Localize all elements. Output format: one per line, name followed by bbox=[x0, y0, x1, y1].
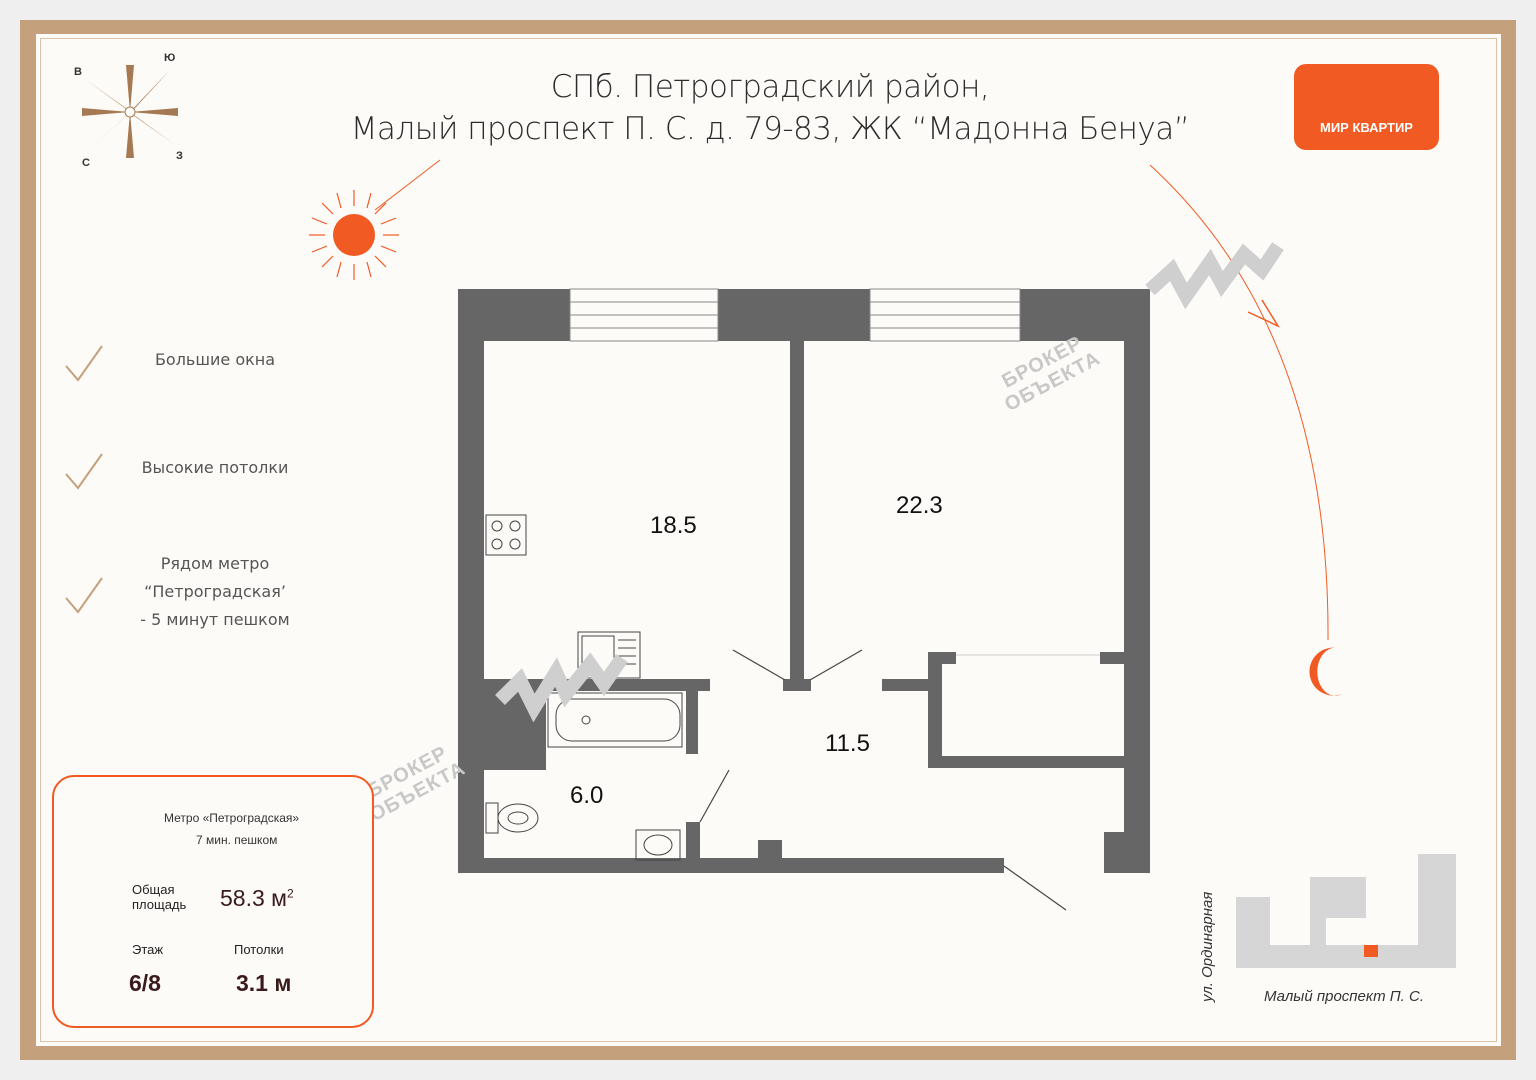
moon-icon bbox=[1309, 647, 1342, 696]
title-line-1: СПб. Петроградский район, bbox=[550, 69, 990, 105]
inner-frame-line bbox=[40, 38, 1497, 1042]
floor-value: 6/8 bbox=[129, 970, 161, 996]
street-label-vertical: ул. Ординарная bbox=[1199, 891, 1216, 1002]
room-area-kitchen: 18.5 bbox=[650, 512, 697, 539]
brand-logo: МИР КВАРТИР bbox=[1294, 64, 1439, 150]
feature-item: Рядом метро “Петроградская’ - 5 минут пе… bbox=[140, 554, 290, 629]
feature-item: Высокие потолки bbox=[141, 458, 289, 477]
check-icon bbox=[65, 345, 103, 382]
windows bbox=[569, 288, 1021, 342]
bathtub-icon bbox=[547, 692, 683, 748]
title-line-2: Малый проспект П. С. д. 79-83, ЖК “Мадон… bbox=[350, 111, 1190, 147]
feature-item: Большие окна bbox=[154, 350, 276, 369]
compass-label-north: Ю bbox=[164, 52, 176, 64]
site-map bbox=[1236, 854, 1456, 968]
info-card: Метро «Петроградская» 7 мин. пешком Обща… bbox=[52, 775, 374, 1028]
watermark-logo-icon bbox=[495, 242, 1284, 723]
brand-logo-text: МИР КВАРТИР bbox=[1320, 120, 1413, 135]
compass-label-south: С bbox=[82, 157, 90, 169]
floor-label: Этаж bbox=[132, 942, 164, 957]
stove-icon bbox=[485, 514, 527, 556]
arrow-icon bbox=[1247, 299, 1280, 328]
compass-label-east: З bbox=[176, 150, 183, 162]
room-area-living: 22.3 bbox=[896, 492, 943, 519]
room-area-hall: 11.5 bbox=[825, 730, 870, 757]
sun-icon bbox=[309, 159, 441, 280]
compass-rose-icon bbox=[82, 65, 178, 158]
doors bbox=[699, 649, 1067, 911]
area-value: 58.3 м2 bbox=[220, 885, 294, 911]
toilet-icon bbox=[485, 802, 539, 834]
street-label-horizontal: Малый проспект П. С. bbox=[1264, 988, 1424, 1005]
check-icon bbox=[65, 577, 103, 614]
compass-label-west: В bbox=[74, 66, 82, 78]
area-label: Общая площадь bbox=[132, 882, 187, 912]
check-icon bbox=[65, 453, 103, 490]
metro-walk-time: 7 мин. пешком bbox=[196, 833, 278, 847]
ceiling-value: 3.1 м bbox=[236, 970, 292, 996]
page-title: СПб. Петроградский район, Малый проспект… bbox=[300, 66, 1240, 150]
room-area-bath: 6.0 bbox=[570, 782, 604, 809]
metro-name: Метро «Петроградская» bbox=[164, 811, 300, 825]
bath-sink-icon bbox=[635, 829, 681, 861]
ceiling-label: Потолки bbox=[234, 942, 284, 957]
